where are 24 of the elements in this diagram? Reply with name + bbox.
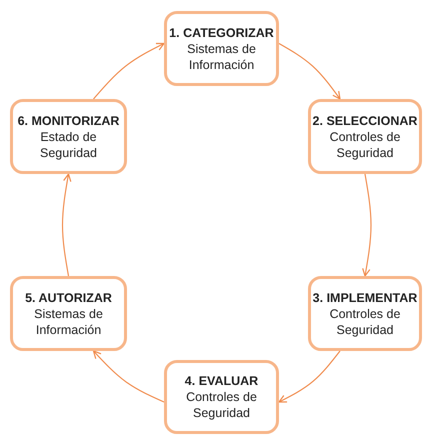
step-box: [164, 11, 279, 86]
step-description: Estado de Seguridad: [39, 128, 98, 160]
step-title: 1. CATEGORIZAR: [169, 24, 274, 40]
step-title: 6. MONITORIZAR: [18, 112, 120, 128]
step-description: Controles de Seguridad: [185, 389, 258, 421]
step-description: Controles de Seguridad: [328, 306, 402, 338]
step-title: 3. IMPLEMENTAR: [312, 290, 418, 306]
step-title: 5. AUTORIZAR: [25, 290, 112, 306]
curved-arrow: [362, 174, 372, 277]
step-box: [308, 99, 422, 174]
curved-arrow: [278, 43, 341, 100]
step-box: [10, 99, 127, 174]
curved-arrow: [278, 350, 340, 403]
step-title: 4. EVALUAR: [184, 373, 258, 389]
step-description: Sistemas de Información: [33, 306, 104, 338]
step-box: [308, 276, 422, 351]
step-title: 2. SELECCIONAR: [312, 112, 418, 128]
curved-arrow: [93, 42, 165, 100]
step-box: [10, 276, 127, 351]
curved-arrow: [92, 350, 164, 402]
step-box: [164, 360, 279, 434]
step-description: Sistemas de Información: [186, 40, 257, 72]
step-description: Controles de Seguridad: [328, 128, 402, 160]
curved-arrow: [62, 173, 72, 276]
